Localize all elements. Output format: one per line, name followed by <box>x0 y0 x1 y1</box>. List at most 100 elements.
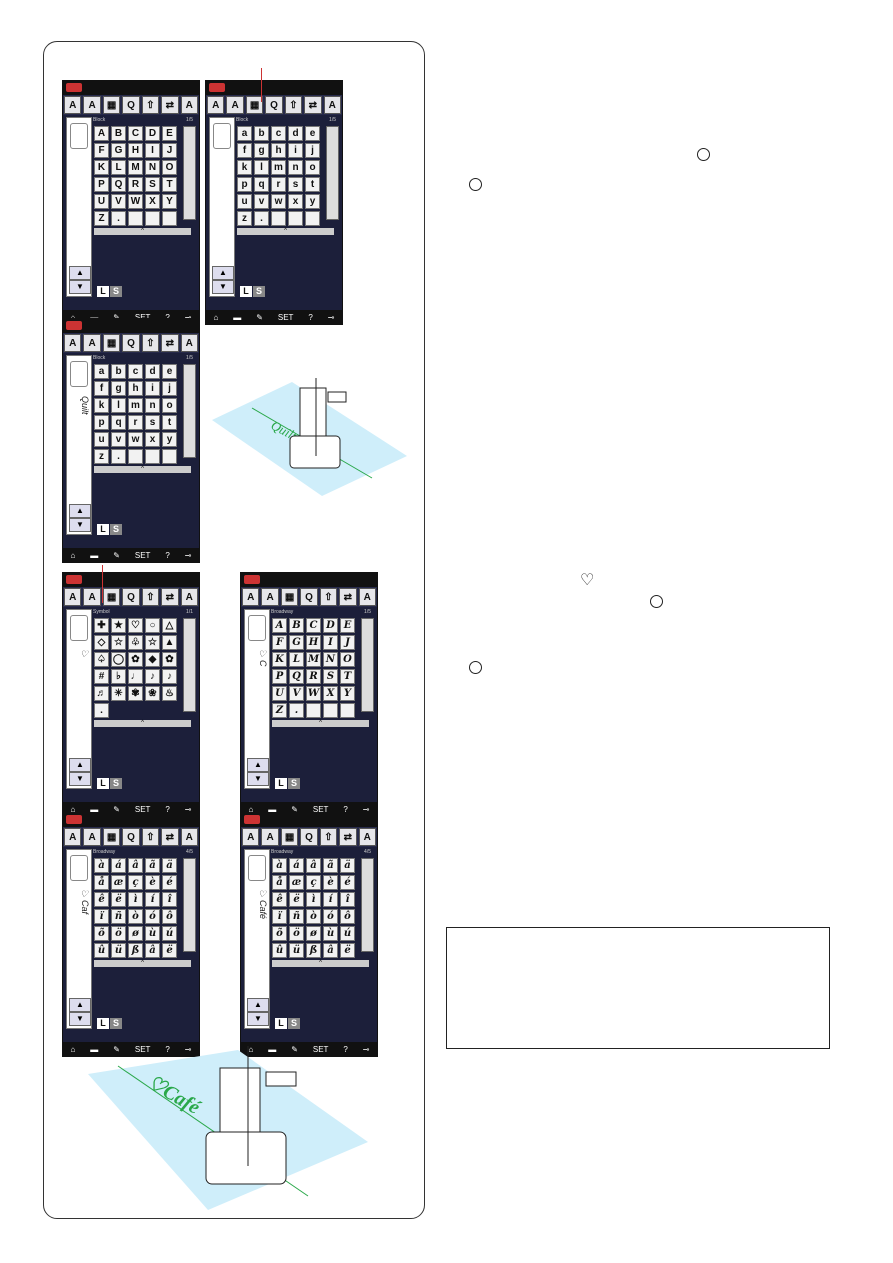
toolbar-button[interactable]: A <box>207 96 225 114</box>
character-key[interactable]: ü <box>111 943 126 958</box>
large-size-button[interactable]: L <box>97 286 109 297</box>
character-key[interactable]: D <box>323 618 338 633</box>
character-key[interactable]: e <box>305 126 320 141</box>
character-key[interactable] <box>145 211 160 226</box>
small-size-button[interactable]: S <box>288 778 300 789</box>
character-key[interactable]: ç <box>128 875 143 890</box>
page-scrollbar[interactable] <box>183 618 196 712</box>
character-key[interactable]: ù <box>145 926 160 941</box>
character-key[interactable]: j <box>162 381 177 396</box>
character-key[interactable]: t <box>305 177 320 192</box>
character-key[interactable]: p <box>94 415 109 430</box>
character-key[interactable]: ♪ <box>145 669 160 684</box>
character-key[interactable]: ♪ <box>162 669 177 684</box>
character-key[interactable]: M <box>128 160 143 175</box>
character-key[interactable]: A <box>272 618 287 633</box>
large-size-button[interactable]: L <box>275 778 287 789</box>
character-key[interactable]: ♤ <box>94 652 109 667</box>
toolbar-button[interactable]: ⇧ <box>141 334 160 352</box>
bottom-nav-icon[interactable]: ⊸ <box>184 312 192 322</box>
character-key[interactable]: ë <box>162 943 177 958</box>
character-key[interactable]: h <box>128 381 143 396</box>
toolbar-button[interactable]: ▦ <box>102 588 121 606</box>
character-key[interactable]: g <box>111 381 126 396</box>
bottom-nav-icon[interactable]: ⊸ <box>327 312 335 322</box>
character-key[interactable]: a <box>94 364 109 379</box>
toolbar-button[interactable]: A <box>83 588 101 606</box>
character-key[interactable]: J <box>162 143 177 158</box>
character-key[interactable]: . <box>254 211 269 226</box>
large-size-button[interactable]: L <box>97 778 109 789</box>
toolbar-button[interactable]: ▦ <box>102 828 121 846</box>
character-key[interactable]: e <box>162 364 177 379</box>
character-key[interactable]: t <box>162 415 177 430</box>
character-key[interactable]: å <box>272 875 287 890</box>
character-key[interactable]: ô <box>162 909 177 924</box>
character-key[interactable]: æ <box>289 875 304 890</box>
character-key[interactable]: W <box>306 686 321 701</box>
character-key[interactable]: M <box>306 652 321 667</box>
character-key[interactable]: Z <box>272 703 287 718</box>
bottom-nav-icon[interactable]: ✎ <box>291 1044 298 1054</box>
scroll-down-button[interactable]: ▼ <box>69 1012 91 1026</box>
toolbar-button[interactable]: ⇧ <box>141 828 160 846</box>
character-key[interactable]: ▲ <box>162 635 177 650</box>
character-key[interactable]: ò <box>128 909 143 924</box>
character-key[interactable]: o <box>305 160 320 175</box>
character-key[interactable]: n <box>288 160 303 175</box>
character-key[interactable]: K <box>94 160 109 175</box>
character-key[interactable]: ã <box>323 858 338 873</box>
scroll-down-button[interactable]: ▼ <box>247 772 269 786</box>
character-key[interactable]: ã <box>145 858 160 873</box>
character-key[interactable]: D <box>145 126 160 141</box>
character-key[interactable] <box>323 703 338 718</box>
large-size-button[interactable]: L <box>275 1018 287 1029</box>
toolbar-button[interactable]: A <box>64 96 82 114</box>
character-key[interactable]: à <box>272 858 287 873</box>
toolbar-button[interactable]: ⇄ <box>339 828 357 846</box>
character-key[interactable]: õ <box>94 926 109 941</box>
character-key[interactable]: U <box>272 686 287 701</box>
bottom-nav-icon[interactable]: ▬ <box>90 1044 99 1054</box>
toolbar-button[interactable]: Q <box>300 828 318 846</box>
character-key[interactable] <box>162 211 177 226</box>
character-key[interactable] <box>340 703 355 718</box>
character-key[interactable]: ★ <box>111 618 126 633</box>
character-key[interactable]: ♨ <box>162 686 177 701</box>
toolbar-button[interactable]: Q <box>122 334 140 352</box>
character-key[interactable]: E <box>162 126 177 141</box>
toolbar-button[interactable]: A <box>83 828 101 846</box>
page-scrollbar[interactable] <box>183 858 196 952</box>
character-key[interactable]: p <box>237 177 252 192</box>
scroll-up-button[interactable]: ▲ <box>212 266 234 280</box>
character-key[interactable] <box>128 211 143 226</box>
character-key[interactable]: w <box>271 194 286 209</box>
toolbar-button[interactable]: ⇄ <box>161 828 179 846</box>
character-key[interactable]: W <box>128 194 143 209</box>
character-key[interactable]: m <box>271 160 286 175</box>
character-key[interactable]: u <box>237 194 252 209</box>
bottom-nav-icon[interactable]: ⌂ <box>70 804 76 814</box>
page-scrollbar[interactable] <box>361 618 374 712</box>
character-key[interactable]: A <box>94 126 109 141</box>
character-key[interactable] <box>305 211 320 226</box>
toolbar-button[interactable]: ⇄ <box>161 96 179 114</box>
character-key[interactable]: x <box>288 194 303 209</box>
toolbar-button[interactable]: A <box>323 96 341 114</box>
character-key[interactable]: ù <box>323 926 338 941</box>
character-key[interactable]: . <box>94 703 109 718</box>
character-key[interactable]: R <box>128 177 143 192</box>
character-key[interactable] <box>288 211 303 226</box>
character-key[interactable]: U <box>94 194 109 209</box>
character-key[interactable]: ô <box>340 909 355 924</box>
toolbar-button[interactable]: ⇧ <box>319 828 338 846</box>
character-key[interactable] <box>162 449 177 464</box>
character-key[interactable]: î <box>162 892 177 907</box>
bottom-nav-icon[interactable]: ⊸ <box>184 804 192 814</box>
bottom-nav-icon[interactable]: ⌂ <box>248 1044 254 1054</box>
bottom-nav-icon[interactable]: ▬ <box>90 804 99 814</box>
character-key[interactable]: æ <box>111 875 126 890</box>
character-key[interactable]: q <box>254 177 269 192</box>
character-key[interactable]: ♧ <box>128 635 143 650</box>
character-key[interactable]: J <box>340 635 355 650</box>
